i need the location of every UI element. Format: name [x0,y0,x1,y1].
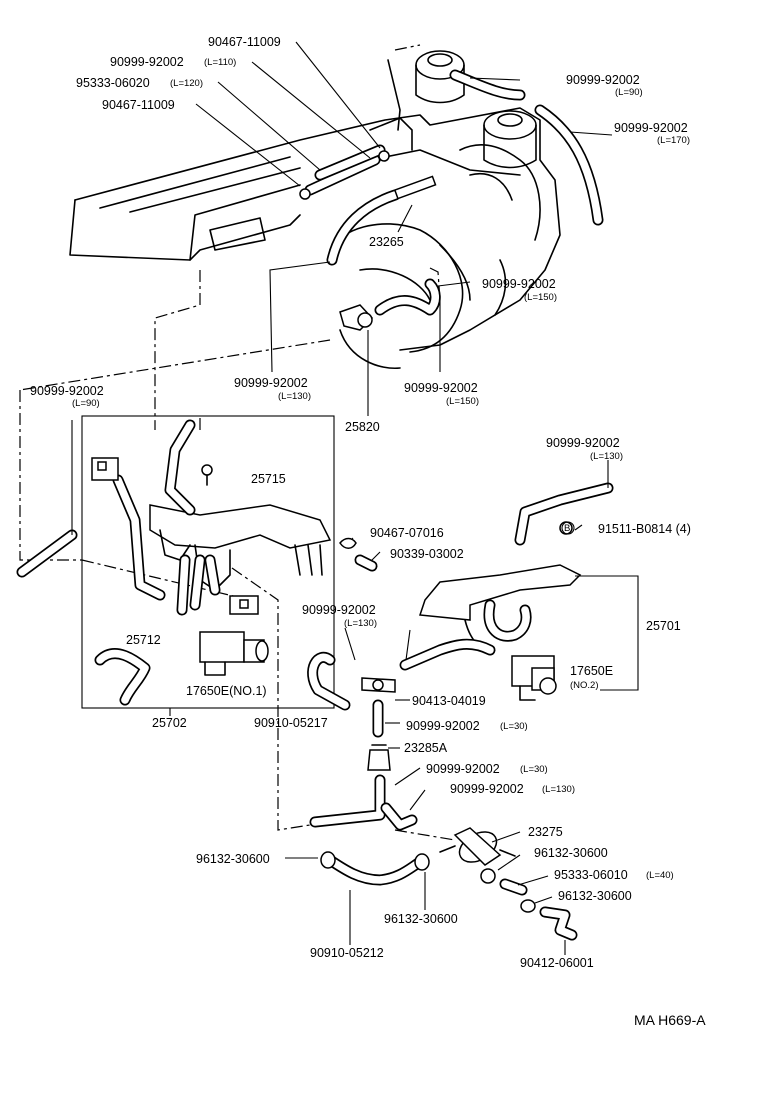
label-95333-06010: 95333-06010 [554,868,628,882]
label-90999-92002-c1-len: (L=130) [278,391,312,402]
label-90999-92002-r1-len: (L=130) [590,451,624,462]
right-bracket-assembly [418,482,614,701]
label-90999-92002-30b: 90999-92002 [426,762,500,776]
label-90999-92002-130b-len: (L=130) [542,784,576,795]
label-17650e-no2: 17650E [570,664,614,678]
b-marker-circle [561,521,575,535]
label-90999-92002-c2: 90999-92002 [404,381,478,395]
label-90412-06001: 90412-06001 [520,956,594,970]
label-23285a: 23285A [404,741,448,755]
label-90999-92002-m2: 90999-92002 [302,603,376,617]
label-25820: 25820 [345,420,380,434]
label-90999-92002-c2-len: (L=150) [446,396,480,407]
label-96132-30600-b: 96132-30600 [534,846,608,860]
label-25702: 25702 [152,716,187,730]
label-90999-92002-c1: 90999-92002 [234,376,308,390]
label-90999-92002-m2-len: (L=130) [344,618,378,629]
label-96132-30600-c: 96132-30600 [558,889,632,903]
center-clamps [339,537,378,572]
label-90999-92002-tr1: 90999-92002 [566,73,640,87]
label-96132-30600-d: 96132-30600 [384,912,458,926]
label-90467-11009-b: 90467-11009 [102,98,175,112]
label-90999-92002-30a: 90999-92002 [406,719,480,733]
label-90910-05212: 90910-05212 [310,946,384,960]
label-90999-92002-l1: 90999-92002 [30,384,104,398]
label-90999-92002-l1-len: (L=90) [72,398,100,409]
label-17650e-no1: 17650E(NO.1) [186,684,267,698]
label-90339-03002: 90339-03002 [390,547,464,561]
label-90910-05217: 90910-05217 [254,716,328,730]
label-23265: 23265 [369,235,404,249]
center-hose-tree [307,629,496,831]
label-90467-07016: 90467-07016 [370,526,444,540]
label-25712: 25712 [126,633,161,647]
top-leader-lines [195,41,613,416]
label-90999-92002-tr2: 90999-92002 [614,121,688,135]
label-90413-04019: 90413-04019 [412,694,486,708]
label-23275: 23275 [528,825,563,839]
label-95333-06020: 95333-06020 [76,76,150,90]
right-leader-lines [344,460,639,691]
diagram-reference-code: MA H669-A [634,1012,706,1028]
label-96132-30600-a: 96132-30600 [196,852,270,866]
label-90999-92002-130b: 90999-92002 [450,782,524,796]
engine-outline [69,44,561,370]
label-b-marker: B [564,523,571,534]
left-hose [16,420,78,578]
label-90999-92002-a: 90999-92002 [110,55,184,69]
vsv-bracket-assembly-box [81,415,335,709]
label-91511-b0814: 91511-B0814 (4) [598,522,691,536]
label-25715: 25715 [251,472,286,486]
top-hoses [299,69,604,331]
label-95333-06010-len: (L=40) [646,870,674,881]
label-90999-92002-m1: 90999-92002 [482,277,556,291]
label-90999-92002-tr2-len: (L=170) [657,135,691,146]
label-90999-92002-30b-len: (L=30) [520,764,548,775]
label-90999-92002-r1: 90999-92002 [546,436,620,450]
label-90999-92002-a-len: (L=110) [204,57,237,68]
bottom-assembly [285,827,578,955]
dashed-connectors [19,270,456,841]
label-90467-11009-a: 90467-11009 [208,35,281,49]
label-17650e-no2-sub: (NO.2) [570,680,599,691]
label-90999-92002-tr1-len: (L=90) [615,87,643,98]
label-90999-92002-30a-len: (L=30) [500,721,528,732]
label-25701: 25701 [646,619,681,633]
label-90999-92002-m1-len: (L=150) [524,292,558,303]
label-95333-06020-len: (L=120) [170,78,204,89]
